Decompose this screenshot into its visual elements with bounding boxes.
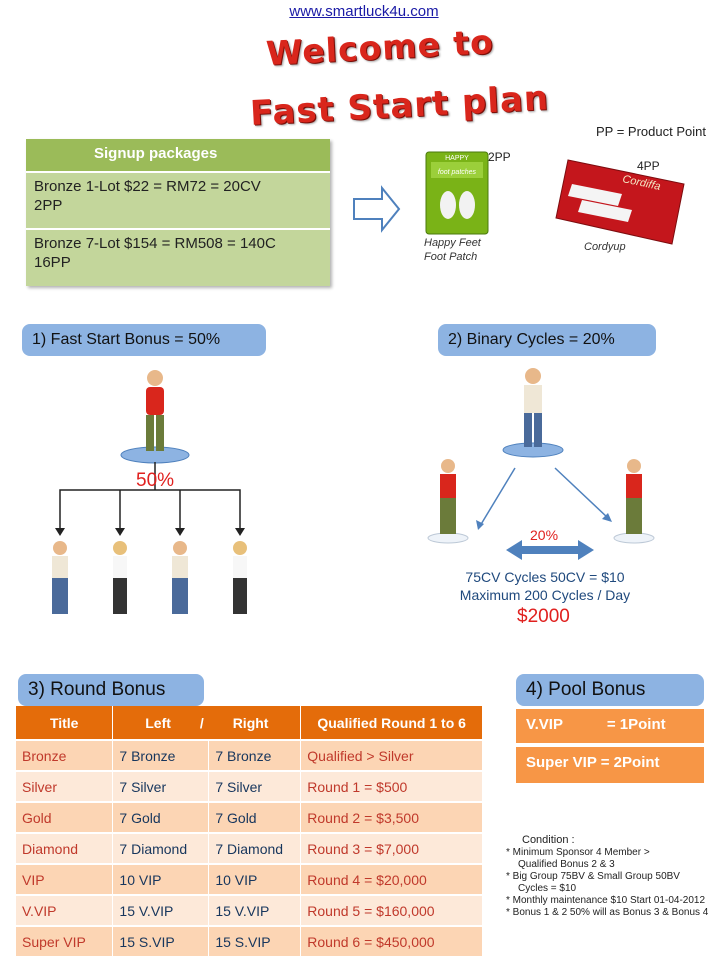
col-left-right-header: Left / Right	[112, 706, 302, 741]
sponsor-person-icon	[146, 370, 164, 451]
cordyup-product-image: Cordiffa	[555, 159, 685, 245]
happy-box-text: HAPPY	[445, 155, 469, 162]
table-row: V.VIP 15 V.VIP 15 V.VIP Round 5 = $160,0…	[16, 895, 483, 927]
fast-start-tree-diagram	[52, 370, 247, 614]
condition-line: Qualified Bonus 2 & 3	[518, 859, 615, 870]
row-left: 10 VIP	[112, 864, 210, 896]
row-title: Super VIP	[16, 926, 114, 958]
row-left: 7 Bronze	[112, 740, 210, 772]
row-title: Silver	[16, 771, 114, 803]
table-row: Diamond 7 Diamond 7 Diamond Round 3 = $7…	[16, 833, 483, 865]
pp-note: PP = Product Point	[596, 124, 706, 139]
pool-row-vvip: V.VIP = 1Point	[516, 709, 704, 743]
row-title: Bronze	[16, 740, 114, 772]
row-left: 15 V.VIP	[112, 895, 210, 927]
row-right: 7 Gold	[208, 802, 302, 834]
signup-row-1-line1: Bronze 1-Lot $22 = RM72 = 20CV	[34, 178, 261, 195]
row-qualified: Round 2 = $3,500	[300, 802, 483, 834]
row-title: VIP	[16, 864, 114, 896]
site-url[interactable]: www.smartluck4u.com	[289, 3, 439, 20]
condition-list: * Minimum Sponsor 4 Member > Qualified B…	[506, 847, 728, 919]
col-qualified-header: Qualified Round 1 to 6	[300, 706, 483, 741]
pool-vvip-name: V.VIP	[526, 716, 563, 733]
row-qualified: Round 6 = $450,000	[300, 926, 483, 958]
row-title: Diamond	[16, 833, 114, 865]
row-right: 10 VIP	[208, 864, 302, 896]
row-right: 7 Diamond	[208, 833, 302, 865]
signup-row-1: Bronze 1-Lot $22 = RM72 = 20CV 2PP	[26, 171, 330, 228]
title-line1: Welcome to	[265, 22, 495, 73]
row-left: 15 S.VIP	[112, 926, 210, 958]
row-left: 7 Diamond	[112, 833, 210, 865]
cordyup-points: 4PP	[637, 159, 660, 173]
signup-row-2-line1: Bronze 7-Lot $154 = RM508 = 140C	[34, 235, 276, 252]
row-title: V.VIP	[16, 895, 114, 927]
row-qualified: Round 3 = $7,000	[300, 833, 483, 865]
binary-percent: 20%	[530, 527, 559, 543]
double-arrow-icon	[506, 540, 594, 560]
condition-line: * Monthly maintenance $10 Start 01-04-20…	[506, 895, 706, 906]
happy-feet-caption-line1: Happy Feet	[424, 237, 481, 249]
row-qualified: Round 5 = $160,000	[300, 895, 483, 927]
table-row: Bronze 7 Bronze 7 Bronze Qualified > Sil…	[16, 740, 483, 772]
table-row: Silver 7 Silver 7 Silver Round 1 = $500	[16, 771, 483, 803]
round-bonus-label: 3) Round Bonus	[18, 674, 204, 706]
table-row: Super VIP 15 S.VIP 15 S.VIP Round 6 = $4…	[16, 926, 483, 958]
row-right: 7 Silver	[208, 771, 302, 803]
right-arrow-icon	[353, 185, 401, 233]
table-row: Gold 7 Gold 7 Gold Round 2 = $3,500	[16, 802, 483, 834]
binary-left-person-icon	[440, 459, 456, 534]
row-left: 7 Silver	[112, 771, 210, 803]
binary-tree-diagram	[427, 368, 655, 544]
row-qualified: Round 4 = $20,000	[300, 864, 483, 896]
signup-header: Signup packages	[26, 139, 330, 171]
row-qualified: Round 1 = $500	[300, 771, 483, 803]
row-right: 7 Bronze	[208, 740, 302, 772]
pool-bonus-box: V.VIP = 1Point Super VIP = 2Point	[516, 709, 704, 783]
round-bonus-header-row: Title Left / Right Qualified Round 1 to …	[16, 706, 483, 741]
row-qualified: Qualified > Silver	[300, 740, 483, 772]
row-left: 7 Gold	[112, 802, 210, 834]
round-bonus-table: Title Left / Right Qualified Round 1 to …	[16, 706, 483, 958]
row-right: 15 S.VIP	[208, 926, 302, 958]
col-right-header: Right	[232, 714, 269, 731]
binary-line1: 75CV Cycles 50CV = $10	[465, 569, 625, 585]
downline-people-icons	[52, 541, 247, 614]
happy-feet-product-image: HAPPY foot patches	[425, 151, 489, 235]
signup-row-1-line2: 2PP	[34, 197, 63, 214]
binary-right-person-icon	[626, 459, 642, 534]
table-row: VIP 10 VIP 10 VIP Round 4 = $20,000	[16, 864, 483, 896]
col-sep-header: /	[199, 714, 204, 731]
signup-packages-box: Signup packages Bronze 1-Lot $22 = RM72 …	[26, 139, 330, 286]
pool-super-vip-name: Super VIP = 2Point	[526, 754, 660, 771]
condition-line: Cycles = $10	[518, 883, 577, 894]
col-left-header: Left	[145, 714, 171, 731]
cordyup-caption: Cordyup	[584, 241, 626, 253]
binary-amount: $2000	[517, 606, 570, 627]
binary-cycles-label: 2) Binary Cycles = 20%	[438, 324, 656, 356]
condition-line: * Bonus 1 & 2 50% will as Bonus 3 & Bonu…	[506, 907, 709, 918]
col-title-header: Title	[16, 706, 114, 741]
signup-row-2-line2: 16PP	[34, 254, 71, 271]
title-line2: Fast Start plan	[249, 78, 551, 134]
pool-bonus-label: 4) Pool Bonus	[516, 674, 704, 706]
fast-start-percent: 50%	[136, 470, 175, 491]
happy-feet-points: 2PP	[488, 150, 511, 164]
happy-feet-caption: Happy Feet Foot Patch	[424, 236, 481, 264]
binary-line2: Maximum 200 Cycles / Day	[459, 587, 631, 603]
happy-feet-caption-line2: Foot Patch	[424, 251, 478, 263]
condition-line: * Big Group 75BV & Small Group 50BV	[506, 871, 680, 882]
foot-patches-box-text: foot patches	[438, 169, 477, 176]
binary-top-person-icon	[524, 368, 542, 447]
row-right: 15 V.VIP	[208, 895, 302, 927]
pool-vvip-value: = 1Point	[606, 716, 666, 733]
signup-row-2: Bronze 7-Lot $154 = RM508 = 140C 16PP	[26, 228, 330, 286]
row-title: Gold	[16, 802, 114, 834]
condition-line: * Minimum Sponsor 4 Member >	[506, 847, 650, 858]
binary-details: 75CV Cycles 50CV = $10 Maximum 200 Cycle…	[440, 568, 650, 604]
pool-row-super-vip: Super VIP = 2Point	[516, 747, 704, 783]
condition-title: Condition :	[522, 834, 575, 846]
fast-start-bonus-label: 1) Fast Start Bonus = 50%	[22, 324, 266, 356]
